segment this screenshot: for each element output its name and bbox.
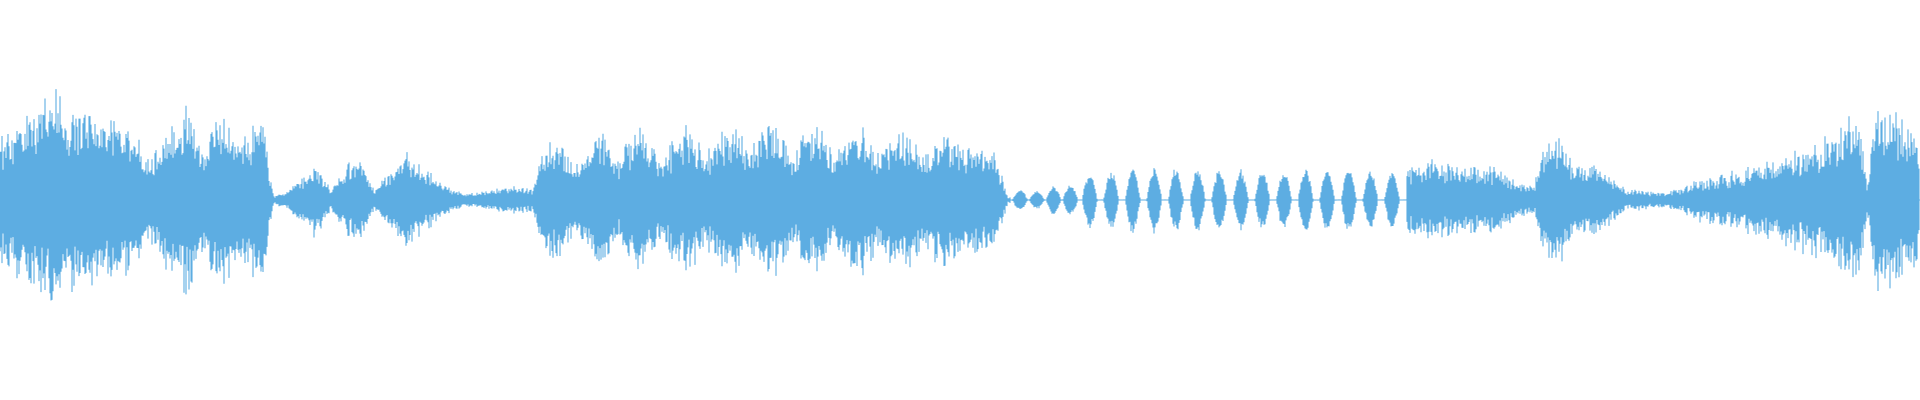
waveform-samples xyxy=(0,89,1920,301)
waveform-amplitude-path xyxy=(0,89,1920,301)
